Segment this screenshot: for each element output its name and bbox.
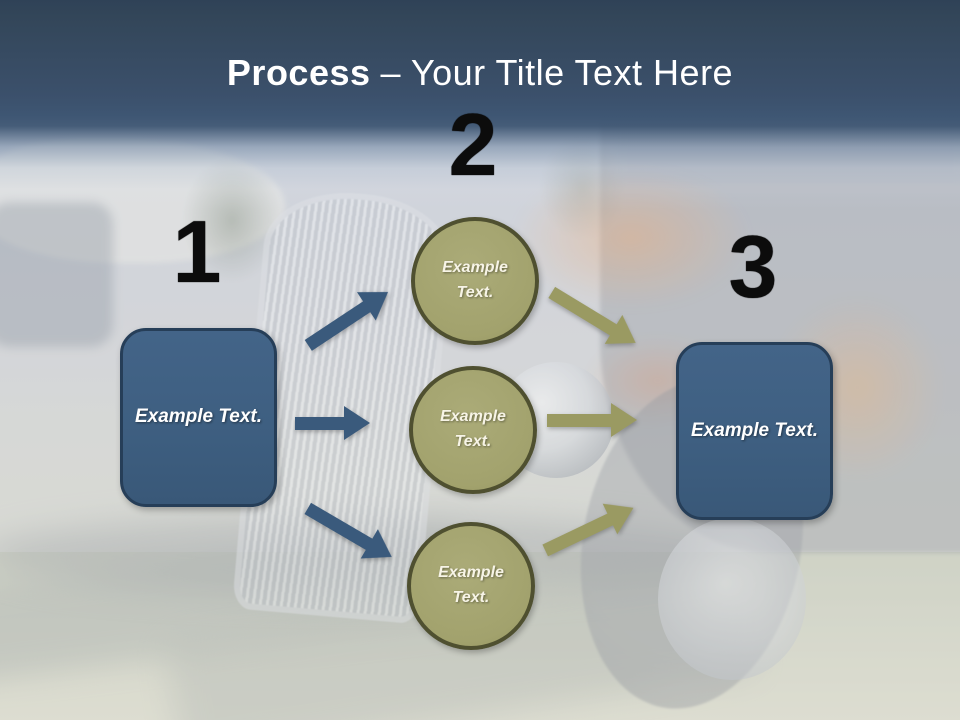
slide-title: Process– Your Title Text Here <box>0 52 960 94</box>
step-2-circle-bottom-label: Example Text. <box>438 564 504 606</box>
step-2-circle-middle: Example Text. <box>409 366 537 494</box>
photo-chrome-wheel <box>658 518 806 680</box>
step-1-box: Example Text. <box>120 328 277 507</box>
title-subtitle: – Your Title Text Here <box>380 52 734 93</box>
arrow-head <box>611 403 637 437</box>
arrow-shaft <box>547 413 611 427</box>
arrow-right-icon <box>547 403 637 437</box>
step-3-number: 3 <box>728 217 778 316</box>
arrow-shaft <box>295 416 344 430</box>
step-2-circle-middle-label: Example Text. <box>440 408 506 450</box>
photo-left-car-dark <box>0 202 113 347</box>
step-2-circle-bottom: Example Text. <box>407 522 535 650</box>
step-1-label: Example Text. <box>134 406 263 428</box>
arrow-right-icon <box>295 406 370 440</box>
title-emphasis: Process <box>226 52 371 93</box>
step-2-number: 2 <box>448 95 498 194</box>
step-3-label: Example Text. <box>690 419 819 441</box>
step-3-box: Example Text. <box>676 342 833 520</box>
step-2-circle-top-label: Example Text. <box>442 259 508 301</box>
step-2-circle-top: Example Text. <box>411 217 539 345</box>
arrow-head <box>344 406 370 440</box>
header-gradient <box>0 0 960 210</box>
step-1-number: 1 <box>172 202 222 301</box>
